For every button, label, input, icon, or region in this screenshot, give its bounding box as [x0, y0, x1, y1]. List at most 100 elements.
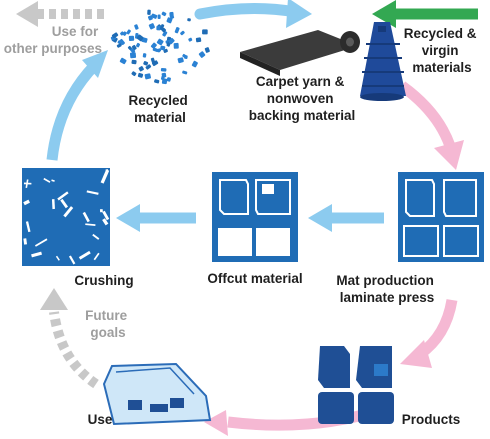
- pellet: [174, 27, 180, 34]
- pellet: [177, 57, 184, 64]
- arrow-other-purposes: [16, 1, 104, 27]
- label-future-goals: Future goals: [85, 308, 131, 340]
- crack-line: [60, 198, 69, 209]
- crack-line: [57, 191, 69, 201]
- arrow-to-offcut: [308, 204, 384, 232]
- pellet: [111, 32, 119, 39]
- pellet: [130, 48, 136, 54]
- pellet: [119, 57, 127, 65]
- crack-line: [23, 238, 28, 245]
- crack-line: [55, 255, 60, 261]
- crack-line: [102, 218, 109, 226]
- arrow-future-goals: [40, 288, 99, 389]
- pellet: [159, 24, 165, 31]
- carpet-roll-icon: [240, 30, 360, 76]
- crushing-fragments-icon: [22, 168, 110, 266]
- label-carpet-yarn: Carpet yarn & nonwoven backing material: [249, 74, 356, 123]
- pellet: [173, 42, 179, 49]
- arrow-to-recycled-material: [46, 50, 108, 161]
- offcut-material-icon: [212, 172, 298, 262]
- pellet: [151, 60, 159, 67]
- crack-line: [43, 177, 51, 183]
- pellet: [138, 66, 144, 72]
- arrow-to-carpet-yarn: [194, 0, 312, 28]
- pellet: [127, 45, 132, 51]
- pellet: [204, 47, 210, 53]
- floor-mats-icon: [318, 346, 394, 424]
- pellet: [191, 60, 198, 68]
- pellet: [160, 75, 165, 81]
- crack-line: [82, 211, 90, 223]
- crack-line: [92, 233, 100, 240]
- pellet: [198, 51, 206, 58]
- car-icon: [102, 362, 212, 426]
- crack-line: [93, 252, 100, 261]
- pellet: [145, 64, 152, 70]
- crack-line: [100, 169, 110, 184]
- pellet: [182, 53, 188, 59]
- pellet: [151, 13, 158, 19]
- crack-line: [85, 223, 96, 226]
- crack-line: [51, 179, 55, 182]
- crack-line: [63, 206, 74, 218]
- mat-production-icon: [398, 172, 484, 262]
- pellet: [195, 37, 202, 43]
- pellet: [152, 47, 159, 53]
- pellet: [137, 72, 144, 78]
- pellet: [162, 30, 168, 37]
- crack-line: [102, 210, 110, 221]
- label-products: Products: [402, 412, 461, 427]
- pellet: [131, 71, 137, 77]
- pellet: [150, 42, 157, 49]
- label-recycled-material: Recycled material: [128, 93, 191, 125]
- yarn-spool-icon: [360, 22, 406, 101]
- crack-line: [78, 250, 91, 260]
- pellet: [117, 40, 124, 45]
- recycled-pellets-icon: [110, 9, 210, 85]
- pellet: [188, 37, 193, 42]
- pellet: [136, 42, 141, 48]
- pellet: [147, 9, 151, 15]
- pellet: [161, 11, 167, 17]
- pellet: [128, 35, 135, 42]
- pellet: [157, 14, 161, 19]
- label-recycled-virgin: Recycled & virgin materials: [404, 26, 481, 75]
- pellet: [160, 45, 166, 51]
- label-mat-production: Mat production laminate press: [336, 273, 437, 305]
- pellet: [168, 37, 175, 45]
- pellet: [154, 79, 160, 84]
- pellet: [144, 73, 151, 80]
- pellet: [142, 53, 147, 58]
- pellet: [182, 70, 188, 75]
- pellet: [126, 29, 131, 35]
- pellet: [122, 31, 127, 36]
- pellet: [143, 61, 149, 66]
- pellet: [160, 67, 167, 72]
- pellet: [129, 52, 137, 59]
- pellet: [169, 11, 174, 17]
- pellet: [156, 25, 161, 31]
- crack-line: [25, 179, 29, 189]
- pellet: [150, 57, 156, 64]
- pellet: [116, 43, 122, 48]
- arrow-to-products: [400, 298, 458, 368]
- pellet: [148, 23, 155, 30]
- pellet: [202, 29, 208, 35]
- crack-line: [25, 221, 31, 233]
- crack-line: [31, 251, 43, 258]
- pellet: [136, 34, 144, 42]
- pellet: [166, 17, 173, 24]
- crack-line: [68, 255, 76, 265]
- label-offcut-material: Offcut material: [207, 271, 302, 286]
- arrow-to-mat-production: [398, 81, 464, 170]
- label-crushing: Crushing: [74, 273, 133, 288]
- crack-line: [86, 190, 99, 195]
- pellet: [187, 18, 191, 22]
- pellet: [166, 77, 171, 82]
- label-use-other-purposes: Use for other purposes: [4, 24, 102, 56]
- crack-line: [34, 238, 48, 247]
- label-use: Use: [88, 412, 113, 427]
- pellet: [131, 59, 137, 65]
